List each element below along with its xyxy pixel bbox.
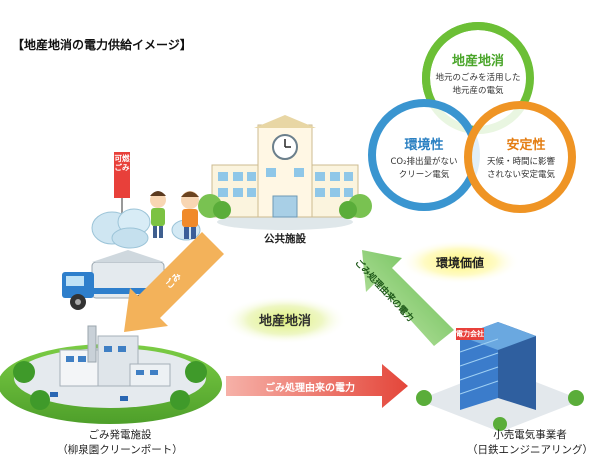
value-env-desc1: CO₂排出量がない <box>390 157 458 167</box>
value-env-desc2: クリーン電気 <box>398 170 450 180</box>
power-plant <box>0 325 222 424</box>
power-arrow-bottom <box>226 364 408 408</box>
waste-arrow <box>124 232 224 332</box>
burnable-sign <box>114 152 130 198</box>
retailer-building <box>416 322 584 432</box>
company-sign-text: 電力会社 <box>456 330 484 338</box>
page-title: 【地産地消の電力供給イメージ】 <box>12 38 192 52</box>
power-arrow-bottom-label: ごみ処理由来の電力 <box>265 383 355 394</box>
public-building <box>198 115 372 230</box>
env-value-badge: 環境価値 <box>435 256 484 270</box>
value-stable-desc2: されない安定電気 <box>486 170 555 180</box>
value-local-label: 地産地消 <box>451 54 504 69</box>
value-stable-desc1: 天候・時間に影響 <box>486 157 555 167</box>
value-local-desc2: 地元産の電気 <box>452 86 504 96</box>
burnable-sign-text: 可燃ごみ <box>114 154 130 172</box>
plant-label: ごみ発電施設 <box>88 429 152 441</box>
value-venn <box>368 22 576 213</box>
retailer-label: 小売電気事業者 <box>493 429 567 441</box>
plant-sublabel: （柳泉園クリーンポート） <box>57 444 183 456</box>
company-sign <box>456 328 484 340</box>
venn-circle-stable <box>464 101 576 213</box>
value-env-label: 環境性 <box>404 138 444 153</box>
value-local-desc1: 地元のごみを活用した <box>435 73 521 83</box>
retailer-sublabel: （日鉄エンジニアリング） <box>467 444 593 456</box>
venn-circle-env <box>368 99 480 211</box>
glow-env-value <box>400 240 520 284</box>
waste-collection-scene <box>91 152 201 249</box>
value-stable-label: 安定性 <box>506 138 546 153</box>
glow-local <box>223 296 347 344</box>
power-arrow-up <box>362 250 454 346</box>
public-facility-label: 公共施設 <box>264 233 306 245</box>
local-badge: 地産地消 <box>258 314 311 329</box>
